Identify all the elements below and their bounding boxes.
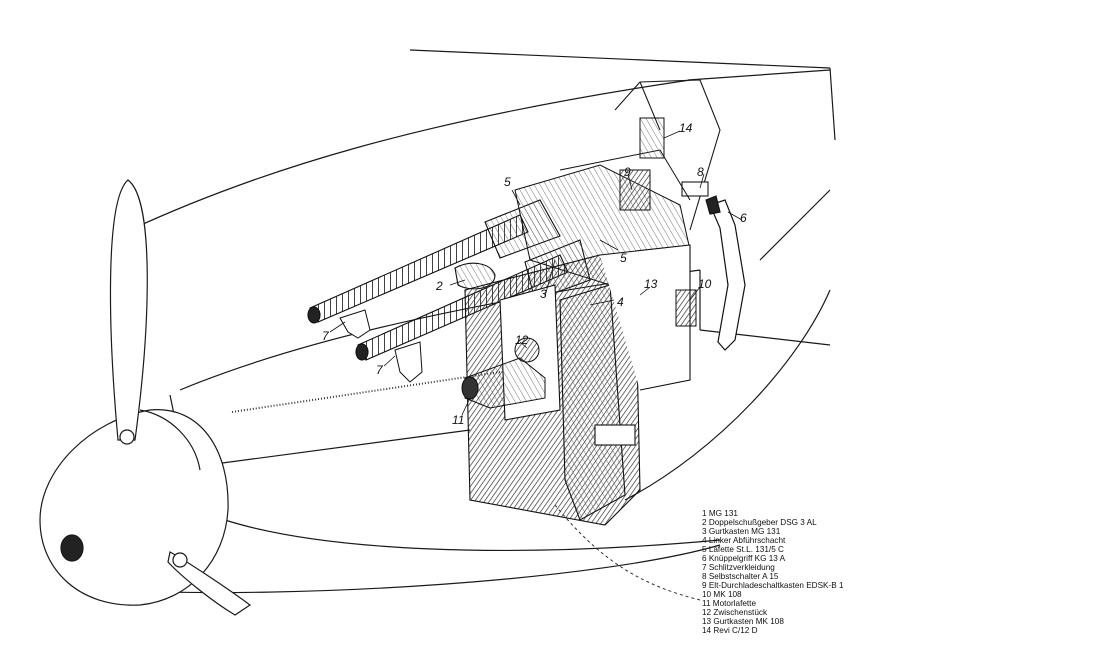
legend-item: 1 MG 131 <box>702 509 738 518</box>
callout-label: 7 <box>322 329 330 343</box>
legend-item: 12 Zwischenstück <box>702 608 768 617</box>
callout-label: 4 <box>617 295 624 309</box>
rivet-line <box>231 371 501 413</box>
callout-label: 3 <box>540 287 547 301</box>
callout-label: 14 <box>679 121 693 135</box>
legend-item: 5 Lafette St.L. 131/5 C <box>702 545 784 554</box>
legend-item: 10 MK 108 <box>702 590 742 599</box>
callout-labels: 2 3 4 5 5 6 7 7 8 9 10 11 12 13 14 <box>322 121 747 427</box>
propeller-blades <box>109 179 252 616</box>
callout-label: 5 <box>620 251 627 265</box>
legend-item: 11 Motorlafette <box>702 599 756 608</box>
legend-item: 9 Elt-Durchladeschaltkasten EDSK-B 1 <box>702 581 844 590</box>
legend-item: 14 Revi C/12 D <box>702 626 758 635</box>
callout-label: 10 <box>698 277 712 291</box>
callout-leaders <box>329 130 743 416</box>
mk108-unit <box>675 289 697 327</box>
callout-label: 6 <box>740 211 747 225</box>
callout-label: 9 <box>624 165 631 179</box>
legend-item: 4 Linker Abführschacht <box>702 536 786 545</box>
callout-label: 5 <box>504 175 511 189</box>
callout-label: 11 <box>452 413 464 427</box>
callout-label: 2 <box>435 279 443 293</box>
fuselage-outline <box>109 49 836 594</box>
control-stick <box>705 195 746 351</box>
legend-item: 3 Gurtkasten MG 131 <box>702 527 781 536</box>
legend-item: 13 Gurtkasten MK 108 <box>702 617 784 626</box>
mk108-motor-mount <box>461 337 546 409</box>
feed-line <box>554 504 701 601</box>
legend-item: 2 Doppelschußgeber DSG 3 AL <box>702 518 817 527</box>
callout-label: 8 <box>697 165 704 179</box>
callout-label: 13 <box>644 277 658 291</box>
legend-item: 7 Schlitzverkleidung <box>702 563 775 572</box>
legend-item: 8 Selbstschalter A 15 <box>702 572 779 581</box>
callout-label: 12 <box>515 333 529 347</box>
callout-label: 7 <box>376 363 384 377</box>
legend-item: 6 Knüppelgriff KG 13 A <box>702 554 786 563</box>
slot-fairings <box>339 309 423 383</box>
legend: 1 MG 131 2 Doppelschußgeber DSG 3 AL 3 G… <box>702 509 844 635</box>
